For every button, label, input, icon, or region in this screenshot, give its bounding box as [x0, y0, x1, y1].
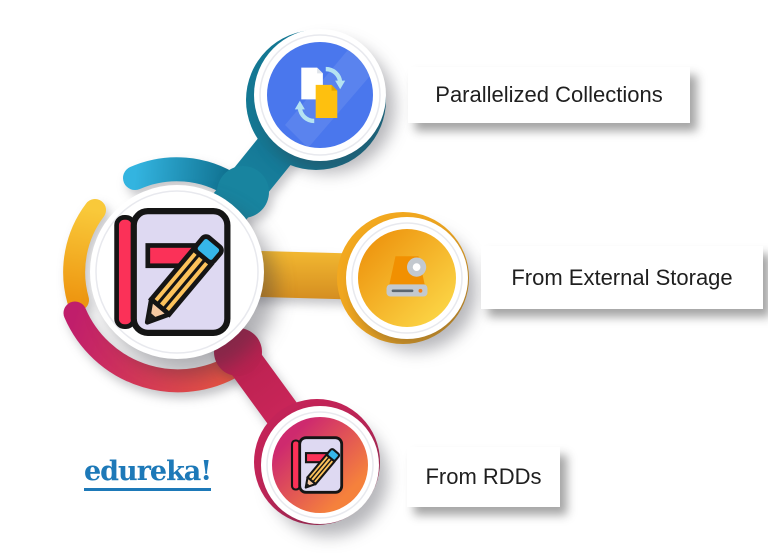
arc-teal [123, 157, 245, 198]
arc-pink [63, 301, 252, 393]
hub-notebook-pencil-icon [117, 211, 228, 333]
label-from-external-storage-text: From External Storage [511, 264, 733, 290]
hub-inner-ring [95, 190, 259, 354]
edureka-logo-underline [84, 488, 212, 491]
node-storage-inner-ring [351, 222, 463, 334]
label-from-external-storage: From External Storage [481, 246, 763, 309]
edureka-logo: edureka! [84, 456, 212, 491]
arc-yellow [63, 199, 106, 311]
node-parallelized-inner-ring [259, 34, 381, 156]
edureka-logo-text: edureka! [84, 456, 212, 487]
label-parallelized-collections: Parallelized Collections [408, 67, 690, 123]
label-from-rdds: From RDDs [407, 447, 560, 507]
label-from-rdds-text: From RDDs [425, 464, 542, 489]
rdds-notebook-pencil-icon [290, 436, 344, 494]
label-parallelized-collections-text: Parallelized Collections [435, 82, 663, 107]
node-rdds-inner-ring [266, 411, 374, 519]
